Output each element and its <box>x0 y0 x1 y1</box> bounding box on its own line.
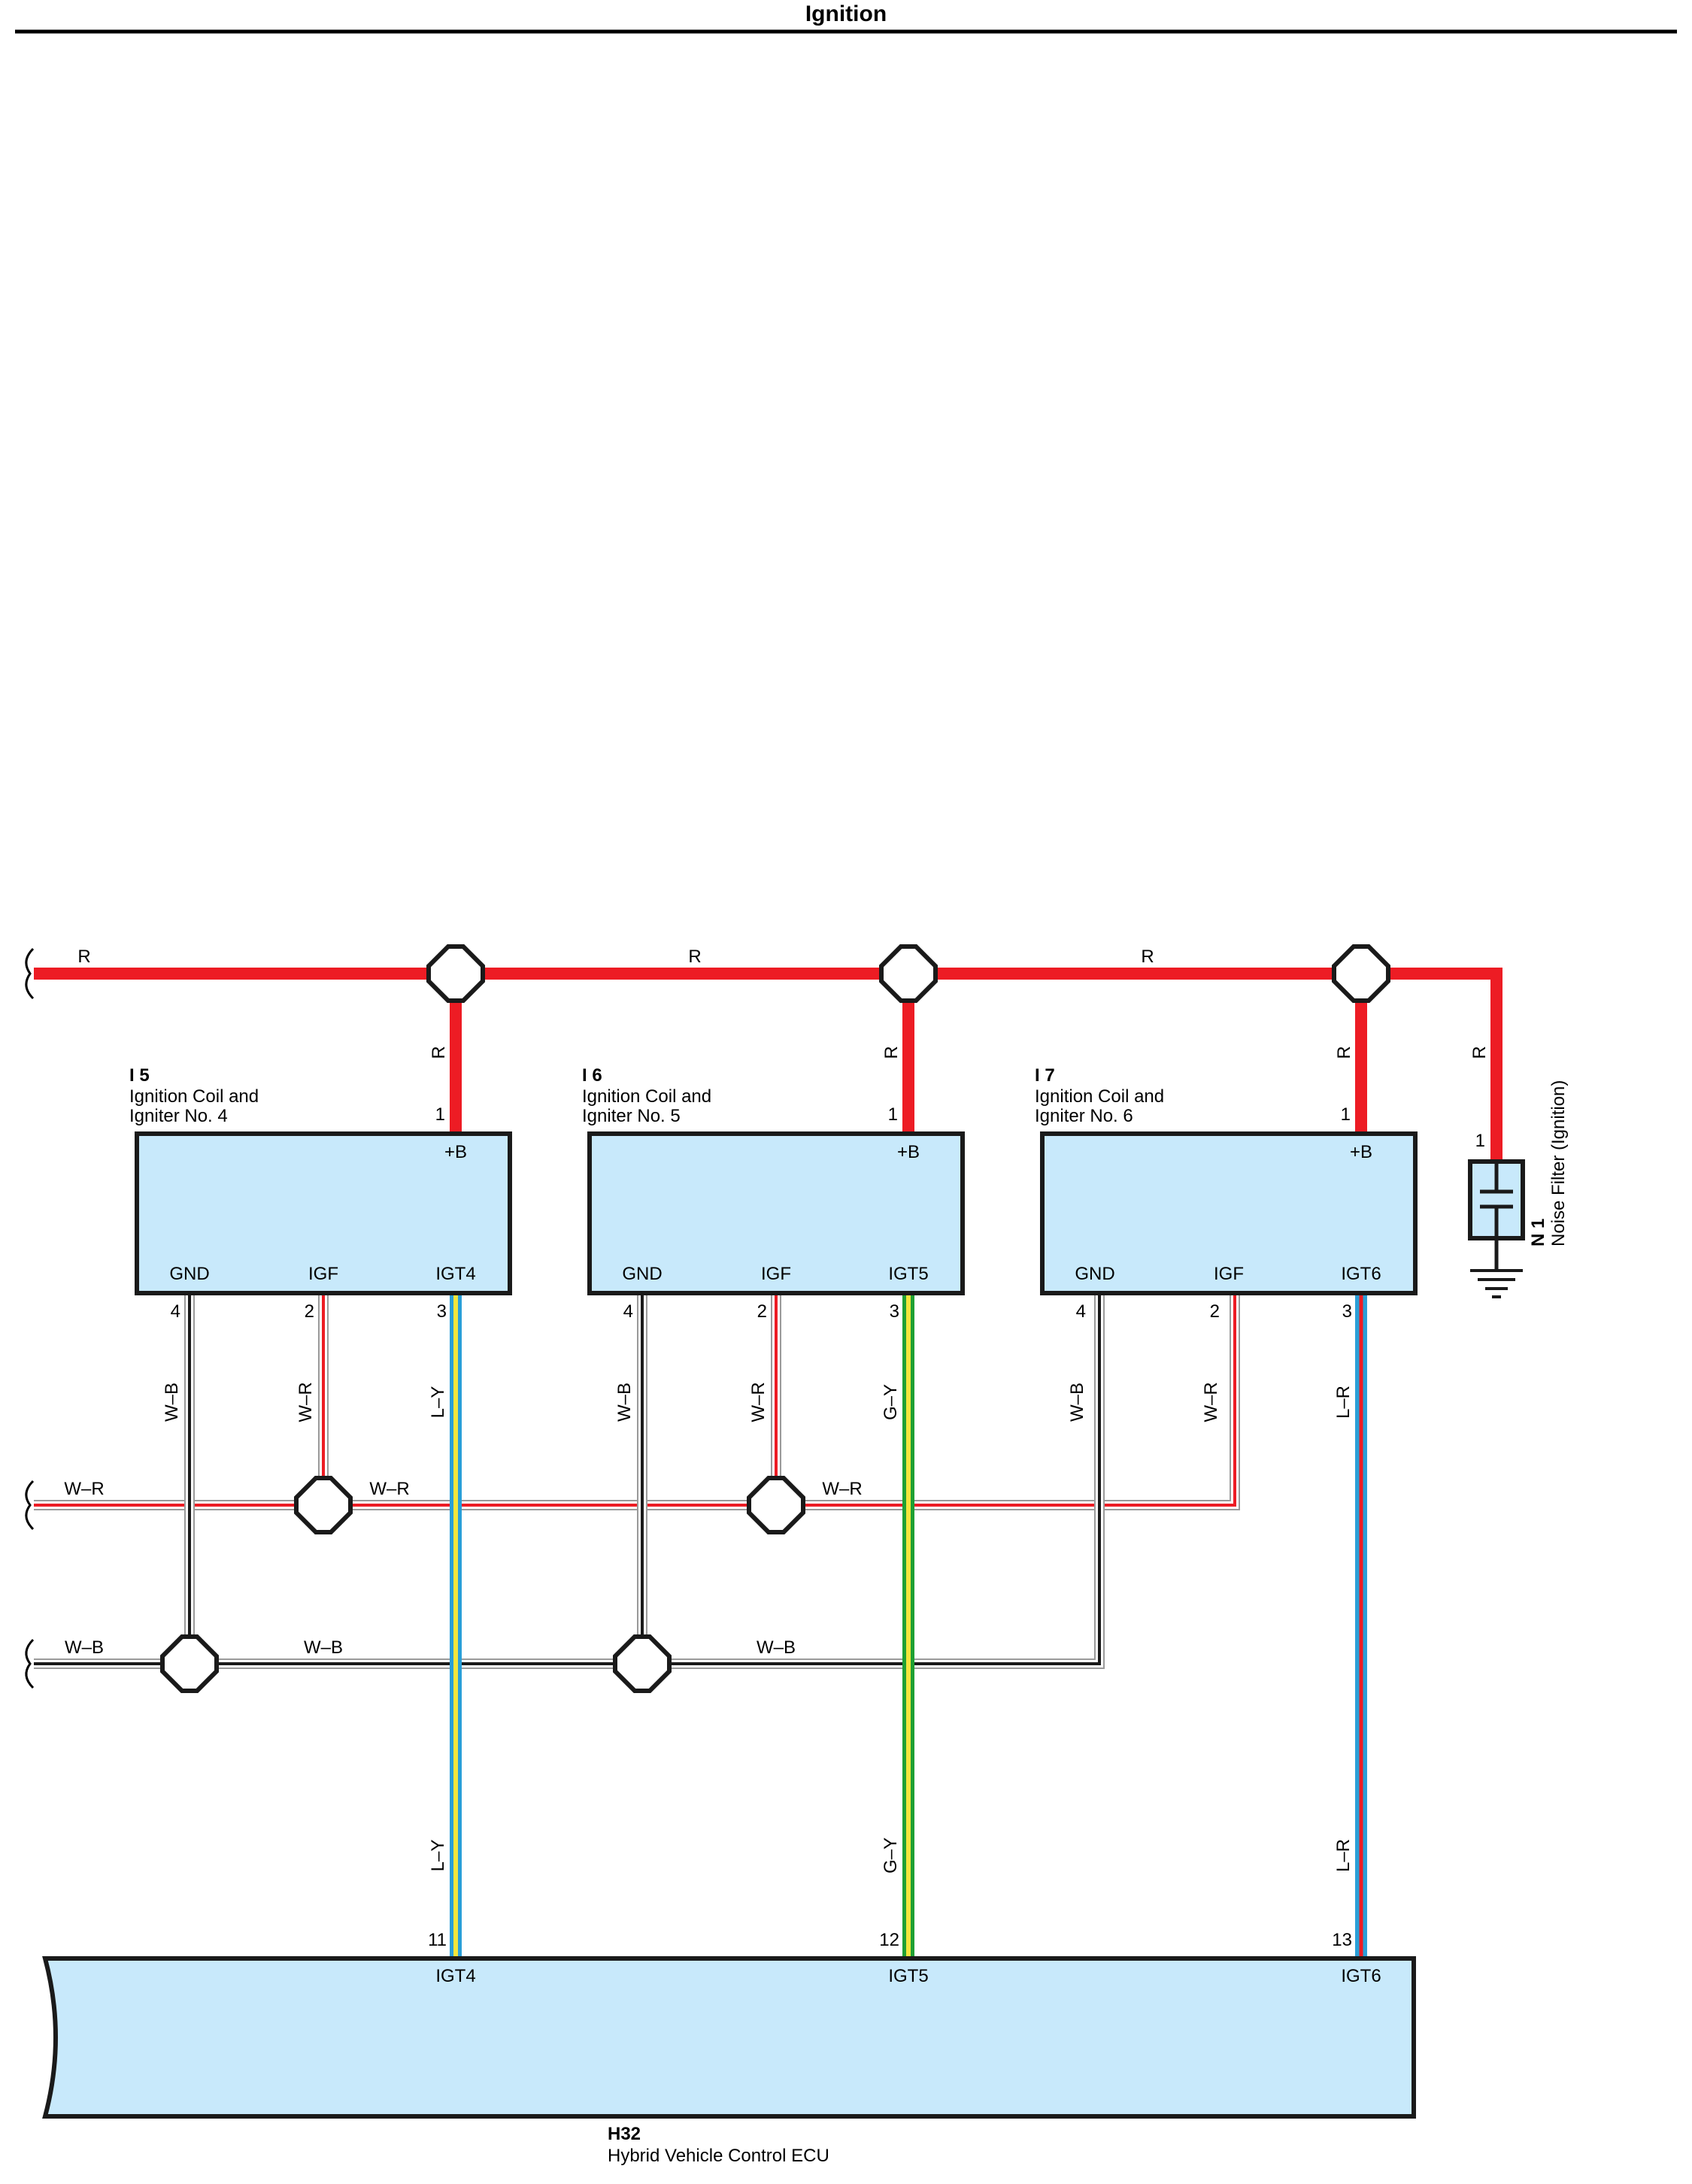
wire-break-icon <box>25 947 35 1000</box>
wire-label-r: R <box>881 1046 902 1059</box>
w-b-wire <box>34 1295 1105 1669</box>
component-id: I 7 <box>1035 1065 1055 1086</box>
component-id: N 1 <box>1528 1219 1548 1246</box>
pin-number: 2 <box>1210 1301 1220 1322</box>
wire-break-icon <box>25 1480 35 1531</box>
pin-label: +B <box>444 1142 467 1162</box>
pin-number: 3 <box>890 1301 899 1322</box>
pin-number: 1 <box>1341 1104 1351 1125</box>
wire-label-w-r: W–R <box>369 1479 409 1499</box>
wire-label-l-r: L–R <box>1333 1839 1354 1872</box>
wire-label-w-r: W–R <box>822 1479 862 1499</box>
component-i7: I 7 Ignition Coil and Igniter No. 6 +B G… <box>1035 1065 1418 1322</box>
pin-label: IGT5 <box>888 1966 928 1986</box>
pin-label: IGT5 <box>888 1264 928 1284</box>
pin-label: IGT4 <box>435 1264 475 1284</box>
pin-label: IGF <box>761 1264 791 1284</box>
pin-label: GND <box>622 1264 662 1284</box>
pin-number: 12 <box>879 1930 899 1950</box>
pin-number: 4 <box>1076 1301 1086 1322</box>
component-i5: I 5 Ignition Coil and Igniter No. 4 +B G… <box>129 1065 512 1322</box>
wire-label-w-b: W–B <box>162 1383 182 1422</box>
pin-number: 2 <box>305 1301 314 1322</box>
wire-label-w-b: W–B <box>757 1637 796 1658</box>
splice-point <box>613 1634 672 1693</box>
component-id: H32 <box>608 2124 641 2144</box>
splice-point <box>879 944 938 1003</box>
splice-point <box>426 944 485 1003</box>
component-id: I 5 <box>129 1065 150 1086</box>
component-h32: 11 12 13 IGT4 IGT5 IGT6 H32 Hybrid Vehic… <box>42 1930 1416 2166</box>
capacitor-icon <box>1480 1164 1513 1271</box>
pin-number: 2 <box>757 1301 767 1322</box>
pin-number: 11 <box>428 1930 447 1950</box>
component-name: Noise Filter (Ignition) <box>1548 1080 1569 1246</box>
splice-point <box>1332 944 1390 1003</box>
wire-label-r: R <box>429 1046 449 1059</box>
pin-label: IGT4 <box>435 1966 475 1986</box>
pin-label: GND <box>169 1264 209 1284</box>
wire-label-l-y: L–Y <box>428 1840 448 1872</box>
component-name: Ignition Coil and <box>129 1086 259 1107</box>
wire-label-w-b: W–B <box>1067 1383 1087 1422</box>
wire-label-l-y: L–Y <box>428 1386 448 1419</box>
wire-break-icon <box>25 1638 35 1689</box>
pin-label: GND <box>1075 1264 1114 1284</box>
wire-label-g-y: G–Y <box>881 1384 901 1420</box>
wire-label-w-r: W–R <box>64 1479 104 1499</box>
pin-label: +B <box>1350 1142 1372 1162</box>
splice-point <box>160 1634 219 1693</box>
wire-label-r: R <box>688 947 701 967</box>
pin-number: 4 <box>623 1301 633 1322</box>
wire-label-w-b: W–B <box>65 1637 104 1658</box>
wire-label-w-r: W–R <box>748 1382 769 1422</box>
component-id: I 6 <box>582 1065 602 1086</box>
pin-label: +B <box>897 1142 920 1162</box>
wire-label-l-r: L–R <box>1333 1386 1354 1419</box>
pin-number: 3 <box>437 1301 447 1322</box>
ground-icon <box>1470 1269 1523 1298</box>
component-i6: I 6 Ignition Coil and Igniter No. 5 +B G… <box>582 1065 965 1322</box>
pin-label: IGT6 <box>1341 1966 1381 1986</box>
wire-label-r: R <box>1141 947 1154 967</box>
page-title: Ignition <box>805 2 887 26</box>
component-name: Ignition Coil and <box>1035 1086 1164 1107</box>
component-name: Igniter No. 6 <box>1035 1106 1133 1126</box>
splice-point <box>294 1476 353 1534</box>
wire-label-w-r: W–R <box>1201 1382 1221 1422</box>
pin-number: 4 <box>171 1301 180 1322</box>
pin-label: IGT6 <box>1341 1264 1381 1284</box>
component-n1: 1 N 1 Noise Filter (Ignition) <box>1468 1080 1569 1298</box>
pin-number: 1 <box>888 1104 898 1125</box>
pin-number: 1 <box>435 1104 445 1125</box>
pin-number: 3 <box>1342 1301 1352 1322</box>
wire-label-w-b: W–B <box>614 1383 635 1422</box>
pin-label: IGF <box>1214 1264 1244 1284</box>
pin-number: 13 <box>1332 1930 1352 1950</box>
component-name: Ignition Coil and <box>582 1086 711 1107</box>
wire-label-r: R <box>1334 1046 1354 1059</box>
splice-point <box>747 1476 805 1534</box>
component-name: Igniter No. 4 <box>129 1106 228 1126</box>
w-r-wire <box>34 1295 1240 1510</box>
wire-label-w-r: W–R <box>296 1382 316 1422</box>
wire-label-g-y: G–Y <box>881 1837 901 1874</box>
pin-number: 1 <box>1475 1131 1485 1151</box>
pin-label: IGF <box>308 1264 338 1284</box>
wire-label-r: R <box>1469 1046 1490 1059</box>
wire-label-w-b: W–B <box>304 1637 343 1658</box>
component-name: Igniter No. 5 <box>582 1106 681 1126</box>
component-name: Hybrid Vehicle Control ECU <box>608 2146 829 2166</box>
wire-label-r: R <box>77 947 90 967</box>
